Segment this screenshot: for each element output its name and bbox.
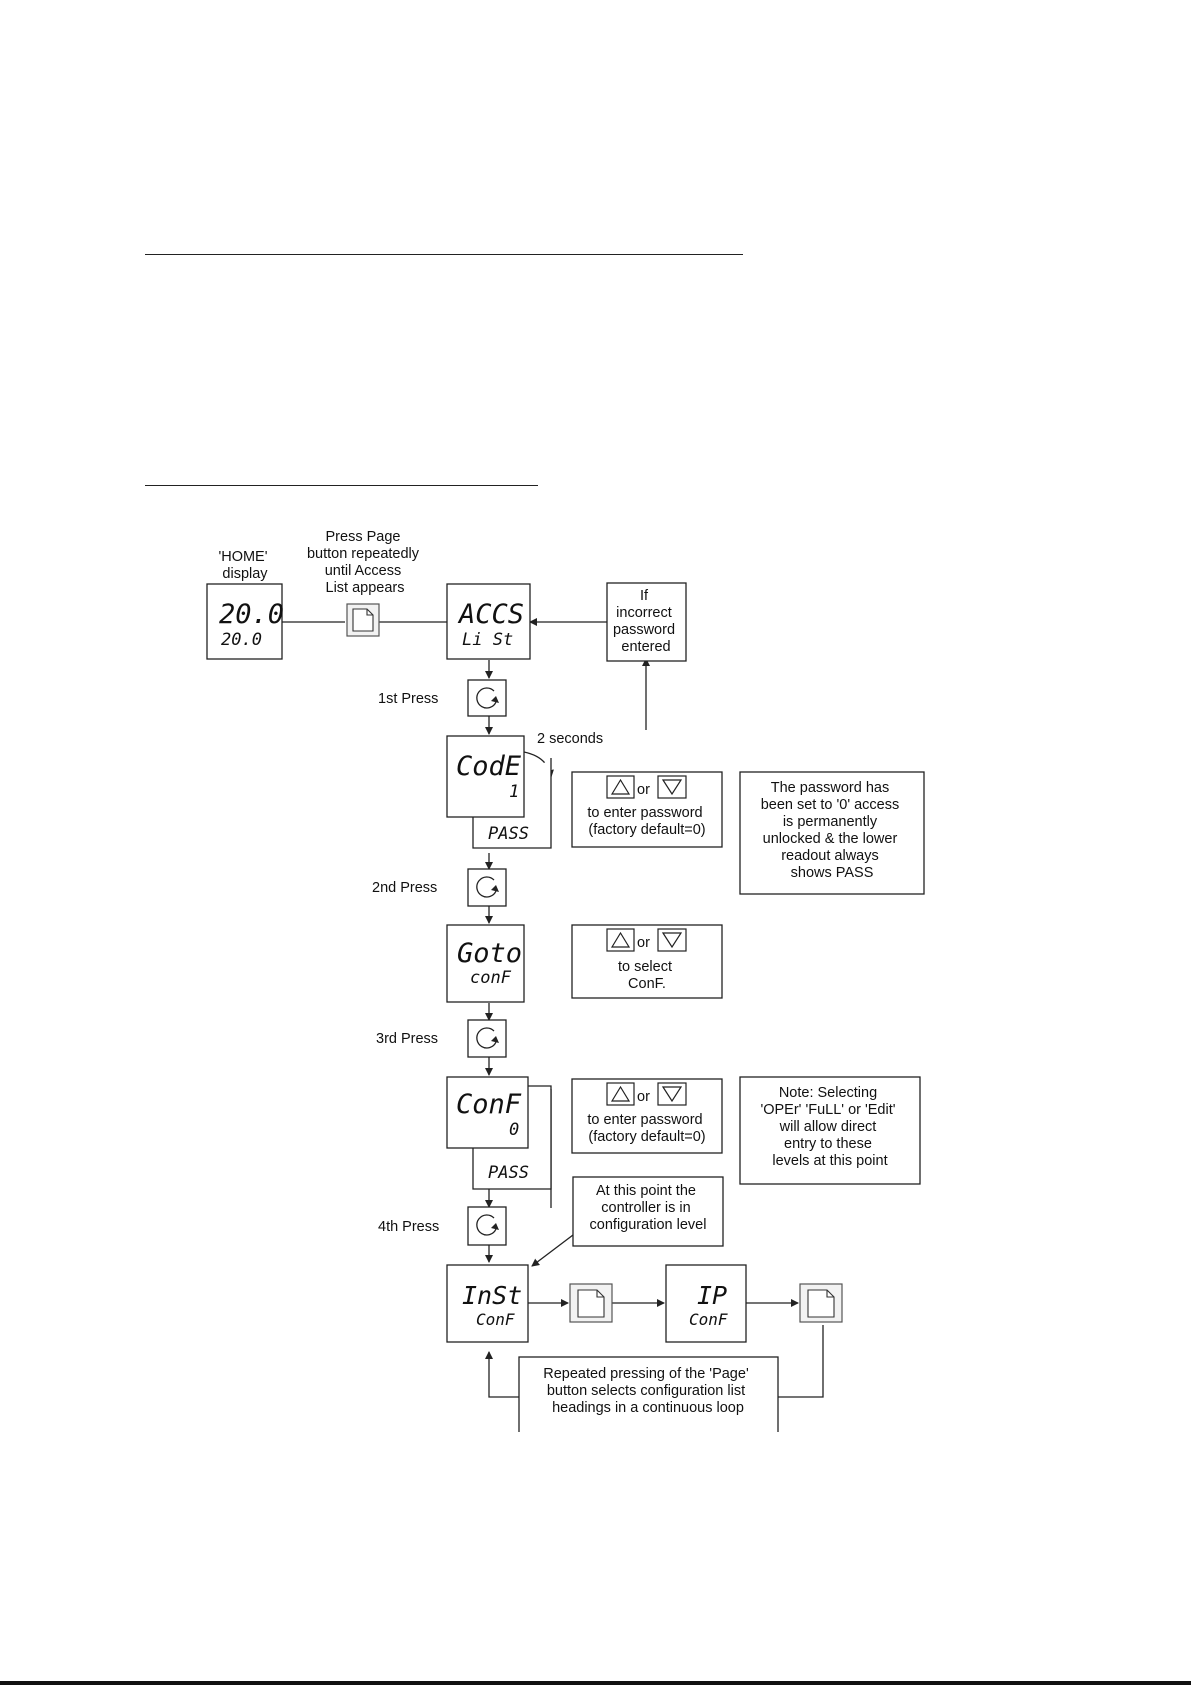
section-rule-1	[145, 254, 743, 255]
scroll-icon	[467, 1206, 507, 1246]
ip-upper: IP	[697, 1281, 727, 1310]
selecting-note: Note: Selecting 'OPEr' 'FuLL' or 'Edit' …	[739, 1076, 921, 1185]
down-arrow-icon	[657, 775, 687, 799]
conf-display: ConF 0 PASS	[446, 1076, 529, 1183]
up-arrow-icon	[606, 928, 635, 952]
goto-lower: conF	[470, 968, 512, 988]
ip-lower: ConF	[689, 1310, 728, 1329]
second-press-label: 2nd Press	[372, 880, 437, 896]
page-icon	[799, 1283, 843, 1323]
accs-lower: Li St	[462, 630, 513, 650]
up-arrow-icon	[606, 1082, 635, 1106]
svg-text:or: or	[637, 782, 650, 798]
svg-text:or: or	[637, 935, 650, 951]
conf-tab: PASS	[488, 1163, 529, 1183]
code-lower: 1	[509, 782, 519, 802]
scroll-icon	[467, 1019, 507, 1058]
scroll-icon	[467, 868, 507, 907]
code-display: CodE 1 PASS	[446, 735, 529, 844]
select-conf-box: or to select ConF.	[571, 924, 723, 999]
goto-display: Goto conF	[446, 924, 525, 1003]
page-icon	[569, 1283, 613, 1323]
accs-display: ACCS Li St	[446, 583, 531, 660]
home-label: 'HOME' display	[218, 549, 271, 582]
svg-text:Note: Selecting 'OPEr' ': Note: Selecting 'OPEr' 'FuLL' or 'Edit' …	[760, 1085, 899, 1169]
fourth-press-label: 4th Press	[378, 1219, 439, 1235]
svg-text:If incorrect passw: If incorrect password entered	[613, 588, 679, 655]
svg-text:to select ConF.: to select ConF.	[618, 959, 676, 992]
page-bottom-border	[0, 1681, 1191, 1685]
ip-display: IP ConF	[665, 1264, 747, 1343]
two-seconds-label: 2 seconds	[537, 731, 603, 747]
down-arrow-icon	[657, 928, 687, 952]
code-tab: PASS	[488, 824, 529, 844]
enter-password-box-2: or to enter password (factory default=0)	[571, 1078, 723, 1154]
config-level-note: At this point the controller is in confi…	[572, 1176, 724, 1247]
password-zero-note: The password has been set to '0' access …	[739, 771, 925, 895]
press-page-label: Press Page button repeatedly until Acces…	[307, 529, 423, 596]
svg-text:or: or	[637, 1089, 650, 1105]
enter-password-box: or to enter password (factory default=0)	[571, 771, 723, 848]
svg-text:The password has been se: The password has been set to '0' access …	[761, 780, 904, 881]
goto-upper: Goto	[457, 938, 522, 969]
scroll-icon	[467, 679, 507, 717]
incorrect-password-note: If incorrect password entered	[606, 582, 687, 662]
home-display: 20.0 20.0	[206, 583, 284, 660]
down-arrow-icon	[657, 1082, 687, 1106]
first-press-label: 1st Press	[378, 691, 438, 707]
svg-text:to enter password (facto: to enter password (factory default=0)	[587, 1112, 706, 1145]
inst-lower: ConF	[476, 1310, 515, 1329]
svg-text:Repeated pressing of the 'Page: Repeated pressing of the 'Page' button s…	[543, 1366, 753, 1416]
inst-display: InSt ConF	[446, 1264, 529, 1343]
repeated-pressing-note: Repeated pressing of the 'Page' button s…	[518, 1356, 780, 1440]
code-upper: CodE	[456, 751, 522, 782]
home-lower: 20.0	[221, 630, 262, 650]
home-upper: 20.0	[219, 599, 284, 630]
third-press-label: 3rd Press	[376, 1031, 438, 1047]
svg-text:At this point the contro: At this point the controller is in confi…	[590, 1183, 707, 1233]
conf-upper: ConF	[456, 1089, 522, 1120]
accs-upper: ACCS	[457, 599, 524, 630]
svg-text:to enter password (facto: to enter password (factory default=0)	[587, 805, 706, 838]
page-icon	[346, 603, 380, 637]
section-rule-2	[145, 485, 538, 486]
inst-upper: InSt	[462, 1281, 522, 1310]
conf-lower: 0	[509, 1120, 519, 1140]
up-arrow-icon	[606, 775, 635, 799]
